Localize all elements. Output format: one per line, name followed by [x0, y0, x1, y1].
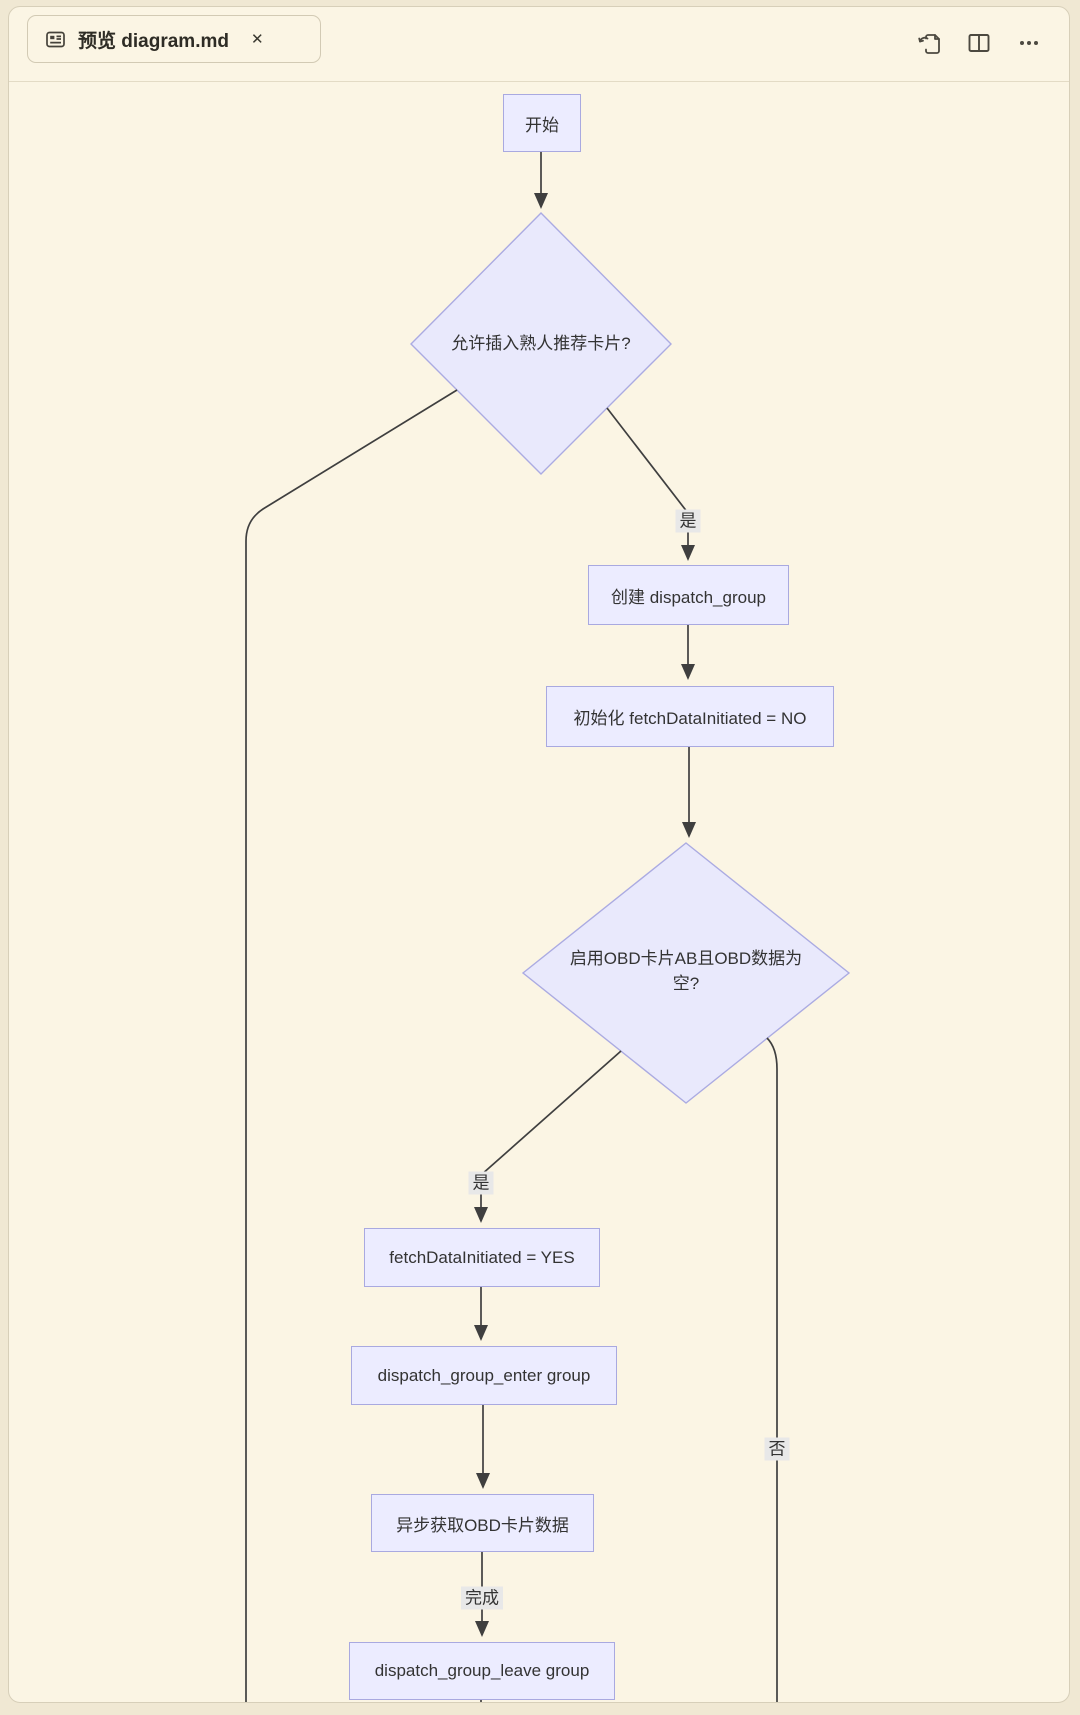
node-set-flag: fetchDataInitiated = YES [364, 1228, 600, 1287]
node-decision2-line2: 空? [672, 974, 700, 993]
node-decision1-label: 允许插入熟人推荐卡片? [451, 334, 631, 353]
more-actions-icon[interactable] [1013, 27, 1045, 59]
node-set-flag-label: fetchDataInitiated = YES [389, 1247, 575, 1267]
node-fetch-data-label: 异步获取OBD卡片数据 [396, 1515, 569, 1535]
split-editor-icon[interactable] [963, 27, 995, 59]
node-decision2-line1: 启用OBD卡片AB且OBD数据为 [569, 949, 803, 968]
node-decision2-label: 启用OBD卡片AB且OBD数据为 空? [506, 946, 866, 996]
tab-title: 预览 diagram.md [78, 30, 229, 52]
edge-label-done: 完成 [461, 1586, 503, 1610]
open-source-file-icon[interactable] [913, 27, 945, 59]
close-icon[interactable]: ✕ [250, 31, 264, 48]
node-start-label: 开始 [525, 115, 559, 135]
mermaid-flowchart: 开始 创建 dispatch_group 初始化 fetchDataInitia… [9, 7, 1069, 1702]
node-leave-group: dispatch_group_leave group [349, 1642, 615, 1700]
edge-label-no: 否 [764, 1437, 790, 1461]
editor-window: 预览 diagram.md ✕ [8, 6, 1070, 1703]
node-init-flag-label: 初始化 fetchDataInitiated = NO [573, 709, 807, 728]
node-create-group-label: 创建 dispatch_group [611, 587, 766, 607]
node-init-flag: 初始化 fetchDataInitiated = NO [546, 686, 834, 747]
editor-actions [913, 27, 1045, 59]
markdown-preview-icon [45, 29, 66, 50]
edge-decision2-yes-diagonal [480, 1050, 622, 1176]
node-decision1-shape [410, 212, 672, 475]
node-create-group: 创建 dispatch_group [588, 565, 789, 625]
tabbar-divider [9, 81, 1069, 82]
edge-label-yes-1: 是 [675, 509, 701, 533]
node-fetch-data: 异步获取OBD卡片数据 [371, 1494, 594, 1552]
edge-decision2-no-branch [766, 1037, 778, 1702]
flowchart-edges [245, 151, 851, 1702]
edge-decision1-no-branch [245, 389, 458, 1702]
tab-preview-diagram[interactable]: 预览 diagram.md ✕ [27, 15, 321, 63]
node-leave-group-label: dispatch_group_leave group [374, 1661, 590, 1680]
node-enter-group: dispatch_group_enter group [351, 1346, 617, 1405]
node-start: 开始 [503, 94, 581, 152]
node-enter-group-label: dispatch_group_enter group [377, 1365, 591, 1385]
edge-label-yes-2: 是 [468, 1171, 494, 1195]
edge-decision1-yes-diagonal [606, 407, 689, 514]
